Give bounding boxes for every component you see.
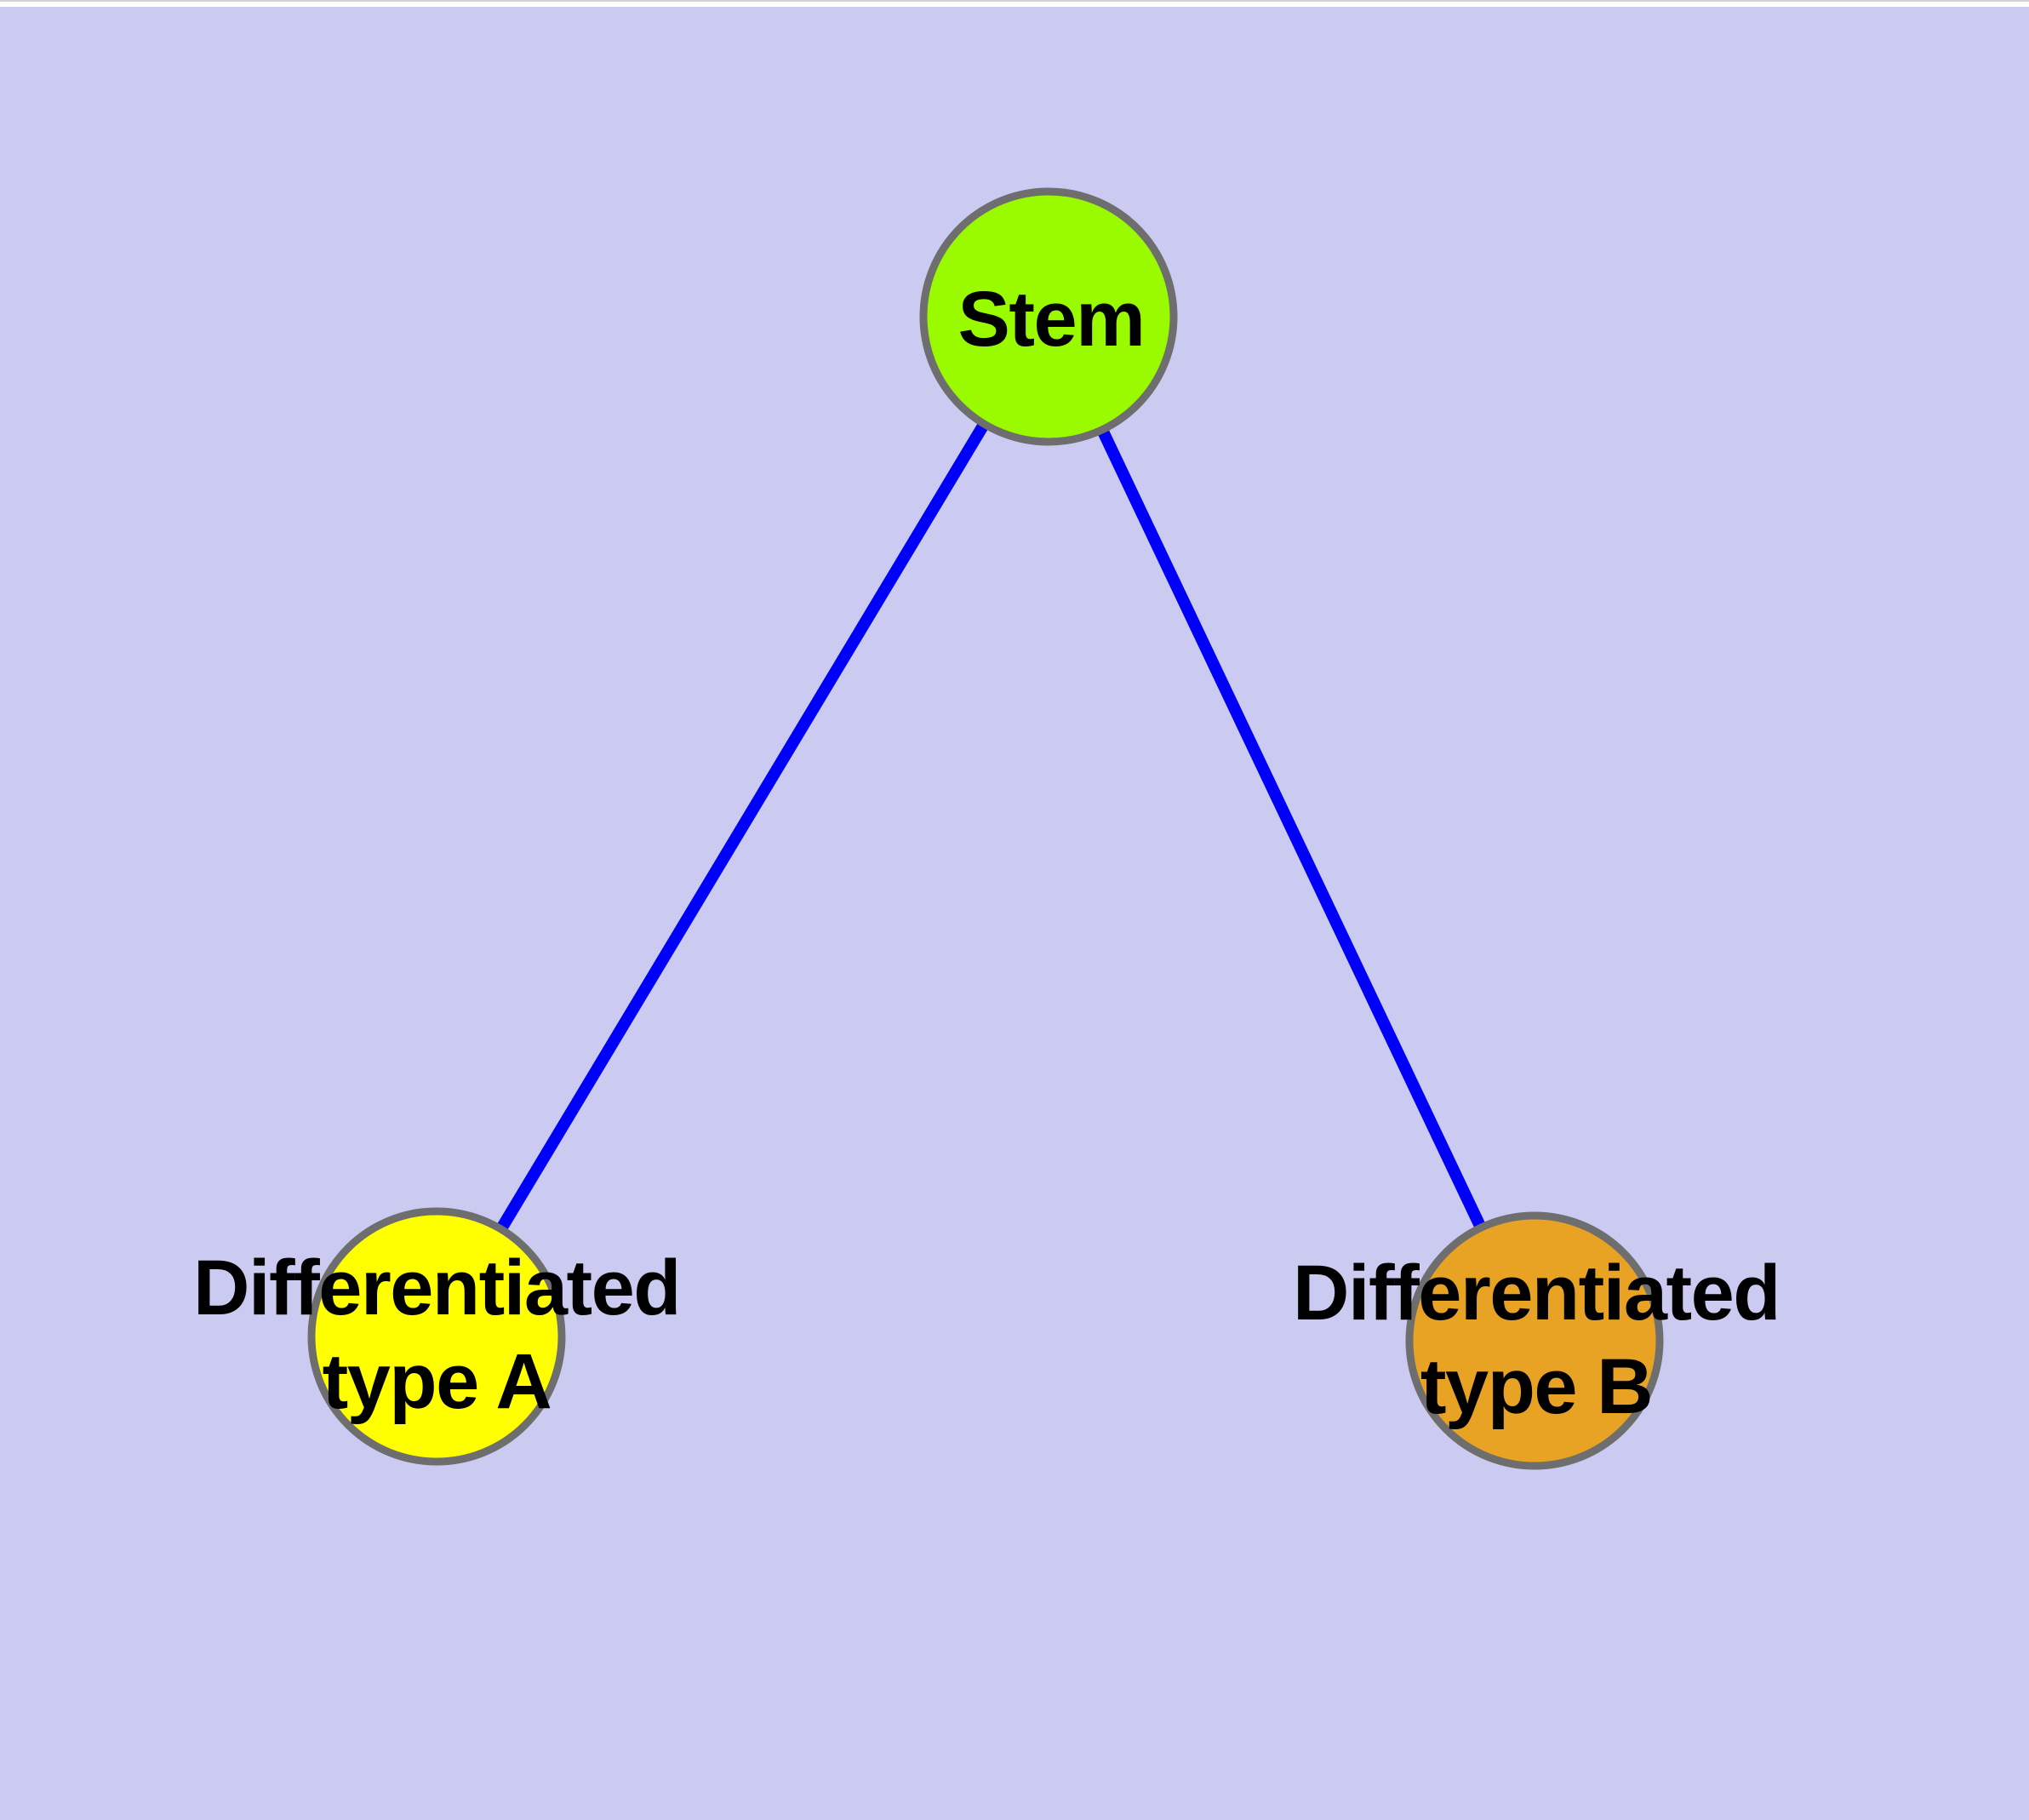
edge-stem-to-diff-b: [1043, 313, 1540, 1344]
node-diff-a-circle: [307, 1207, 566, 1466]
node-diff-b-circle: [1405, 1211, 1664, 1470]
node-stem-circle: [919, 187, 1178, 446]
top-white-strip: [0, 2, 2029, 7]
top-border-line: [0, 0, 2029, 2]
edge-stem-to-diff-a: [431, 313, 1055, 1340]
